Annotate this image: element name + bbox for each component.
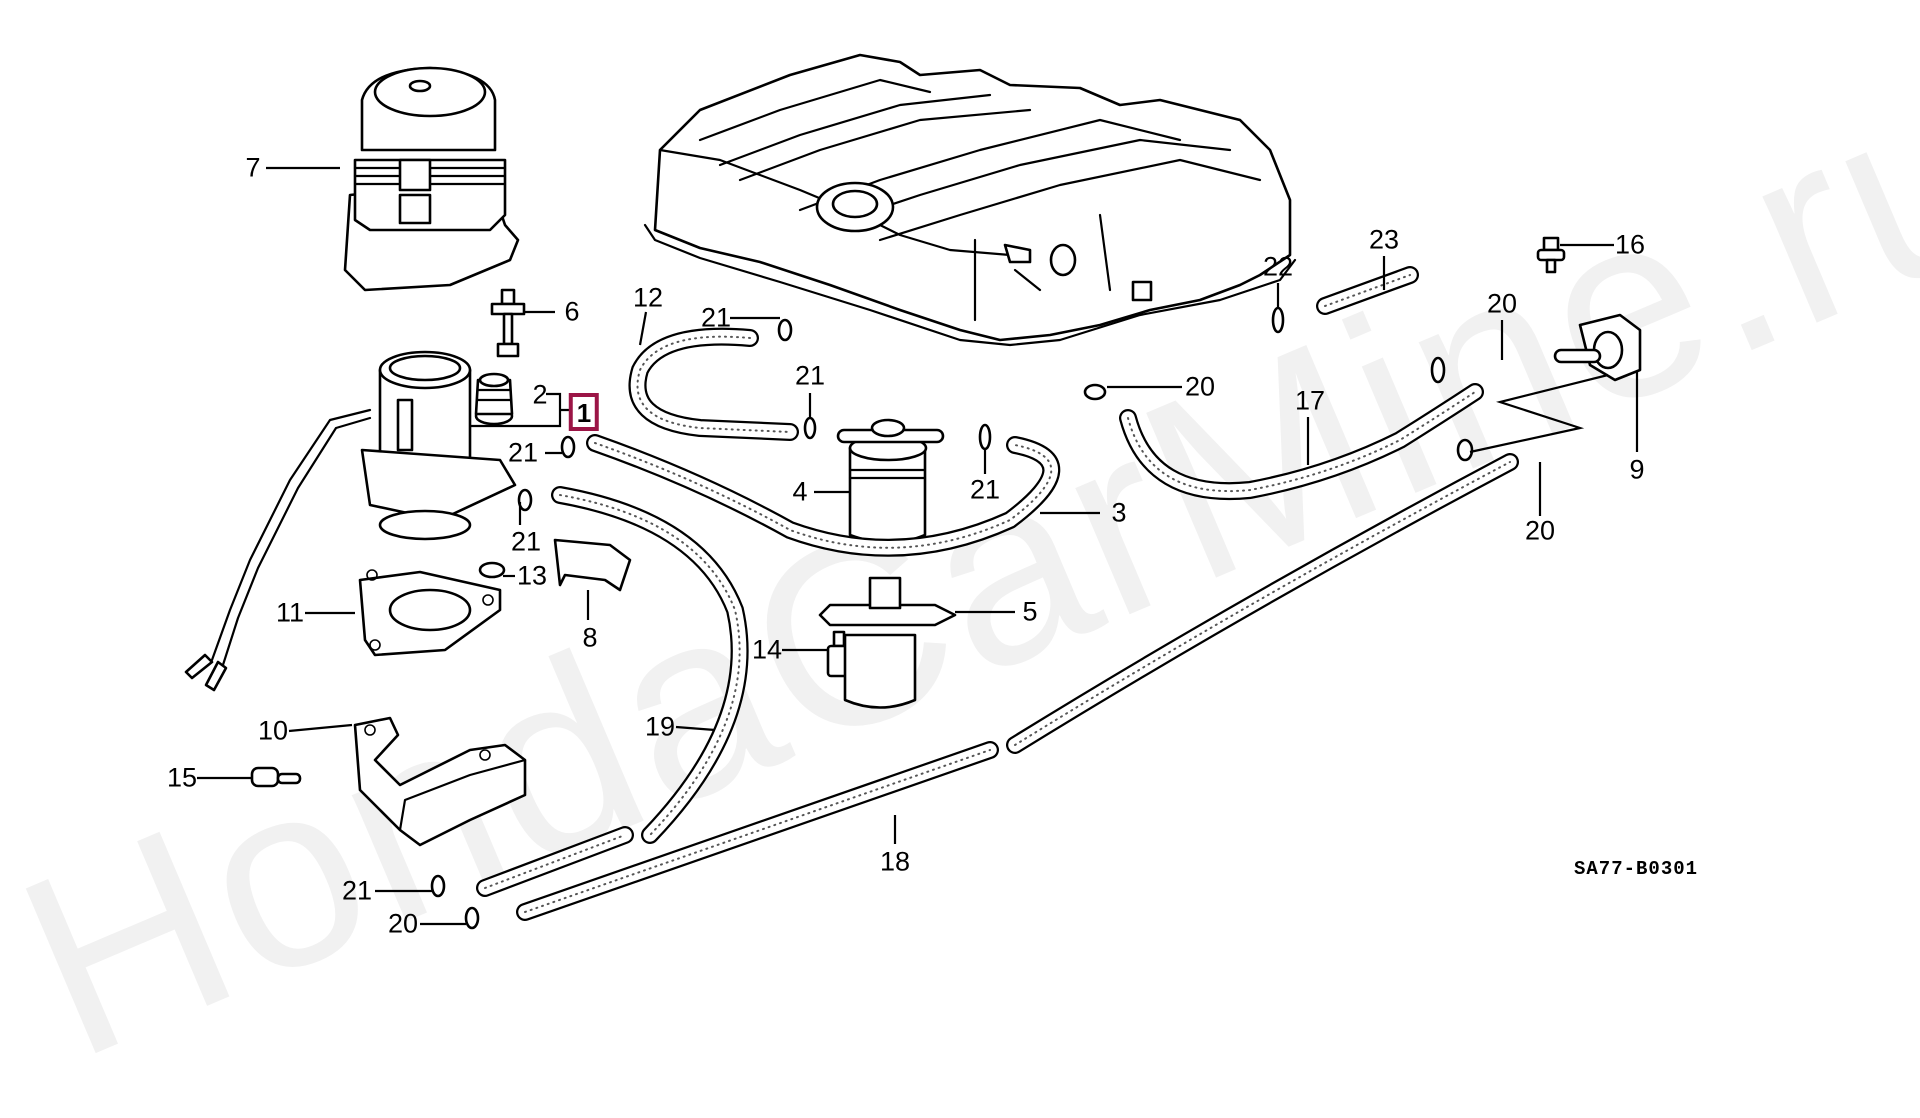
hose-short-bottom xyxy=(476,826,634,897)
parts-diagram: HondaCarMine.ru xyxy=(0,21,1920,1113)
callout-2[interactable]: 2 xyxy=(532,379,548,410)
callout-20[interactable]: 20 xyxy=(387,908,419,939)
callout-13[interactable]: 13 xyxy=(516,560,548,591)
callout-9[interactable]: 9 xyxy=(1629,454,1645,485)
part-18-hose-b xyxy=(1006,453,1519,754)
clamp xyxy=(430,874,446,898)
callout-10[interactable]: 10 xyxy=(257,715,289,746)
part-12-hose xyxy=(628,327,799,441)
callout-22[interactable]: 22 xyxy=(1262,251,1294,282)
part-9-fuel-cock xyxy=(1553,313,1642,382)
fuel-tank xyxy=(643,53,1297,347)
callout-1-highlighted[interactable]: 1 xyxy=(568,393,600,431)
part-1-fuel-pump xyxy=(184,350,517,692)
part-8-rubber-mount xyxy=(553,538,632,592)
clamp xyxy=(1430,356,1446,384)
callout-5[interactable]: 5 xyxy=(1022,596,1038,627)
callout-15[interactable]: 15 xyxy=(166,762,198,793)
callout-3[interactable]: 3 xyxy=(1111,497,1127,528)
clamp xyxy=(517,488,533,512)
callout-20[interactable]: 20 xyxy=(1184,371,1216,402)
clamp xyxy=(803,416,817,440)
callout-14[interactable]: 14 xyxy=(751,634,783,665)
hose-clamps xyxy=(430,306,1474,930)
part-23-tube xyxy=(1316,266,1419,315)
part-3-hose xyxy=(586,434,1061,557)
callout-12[interactable]: 12 xyxy=(632,282,664,313)
part-7-pump-cover xyxy=(343,66,520,292)
callout-20[interactable]: 20 xyxy=(1524,515,1556,546)
hoses xyxy=(476,266,1519,921)
part-17-hose xyxy=(1119,383,1484,500)
callout-17[interactable]: 17 xyxy=(1294,385,1326,416)
callout-19[interactable]: 19 xyxy=(644,711,676,742)
part-2-insulator xyxy=(474,372,514,426)
clamp xyxy=(777,318,793,342)
part-4-fuel-filter xyxy=(836,418,945,544)
part-18-hose-a xyxy=(516,741,999,921)
part-15-bolt xyxy=(250,766,302,788)
part-14-bolt xyxy=(826,630,850,678)
part-13-washer xyxy=(478,561,506,579)
part-5-filter-bracket xyxy=(818,576,957,709)
callout-4[interactable]: 4 xyxy=(792,476,808,507)
clamp xyxy=(1456,438,1474,462)
callout-7[interactable]: 7 xyxy=(245,152,261,183)
part-6-stud-bolt xyxy=(490,288,526,358)
clamp xyxy=(1271,306,1285,334)
callout-21[interactable]: 21 xyxy=(969,474,1001,505)
clamp xyxy=(1083,383,1107,401)
clamp xyxy=(978,423,992,451)
callout-11[interactable]: 11 xyxy=(275,597,305,628)
callout-21[interactable]: 21 xyxy=(700,302,732,333)
part-10-bracket xyxy=(353,716,527,847)
part-16-bolt xyxy=(1536,236,1566,274)
diagram-code: SA77-B0301 xyxy=(1574,858,1699,880)
callout-20[interactable]: 20 xyxy=(1486,288,1518,319)
callout-21[interactable]: 21 xyxy=(341,875,373,906)
part-11-gasket xyxy=(358,569,502,657)
callout-8[interactable]: 8 xyxy=(582,622,598,653)
leader-lines xyxy=(197,166,1639,926)
callout-21[interactable]: 21 xyxy=(794,360,826,391)
clamp xyxy=(464,906,480,930)
callout-6[interactable]: 6 xyxy=(564,296,580,327)
callout-16[interactable]: 16 xyxy=(1614,229,1646,260)
part-19-hose xyxy=(551,486,749,844)
callout-23[interactable]: 23 xyxy=(1368,224,1400,255)
callout-21[interactable]: 21 xyxy=(510,526,542,557)
callout-18[interactable]: 18 xyxy=(879,846,911,877)
clamp xyxy=(560,435,576,459)
callout-21[interactable]: 21 xyxy=(507,437,539,468)
callout-1-bracket xyxy=(470,392,570,428)
diagram-artwork xyxy=(184,53,1642,930)
